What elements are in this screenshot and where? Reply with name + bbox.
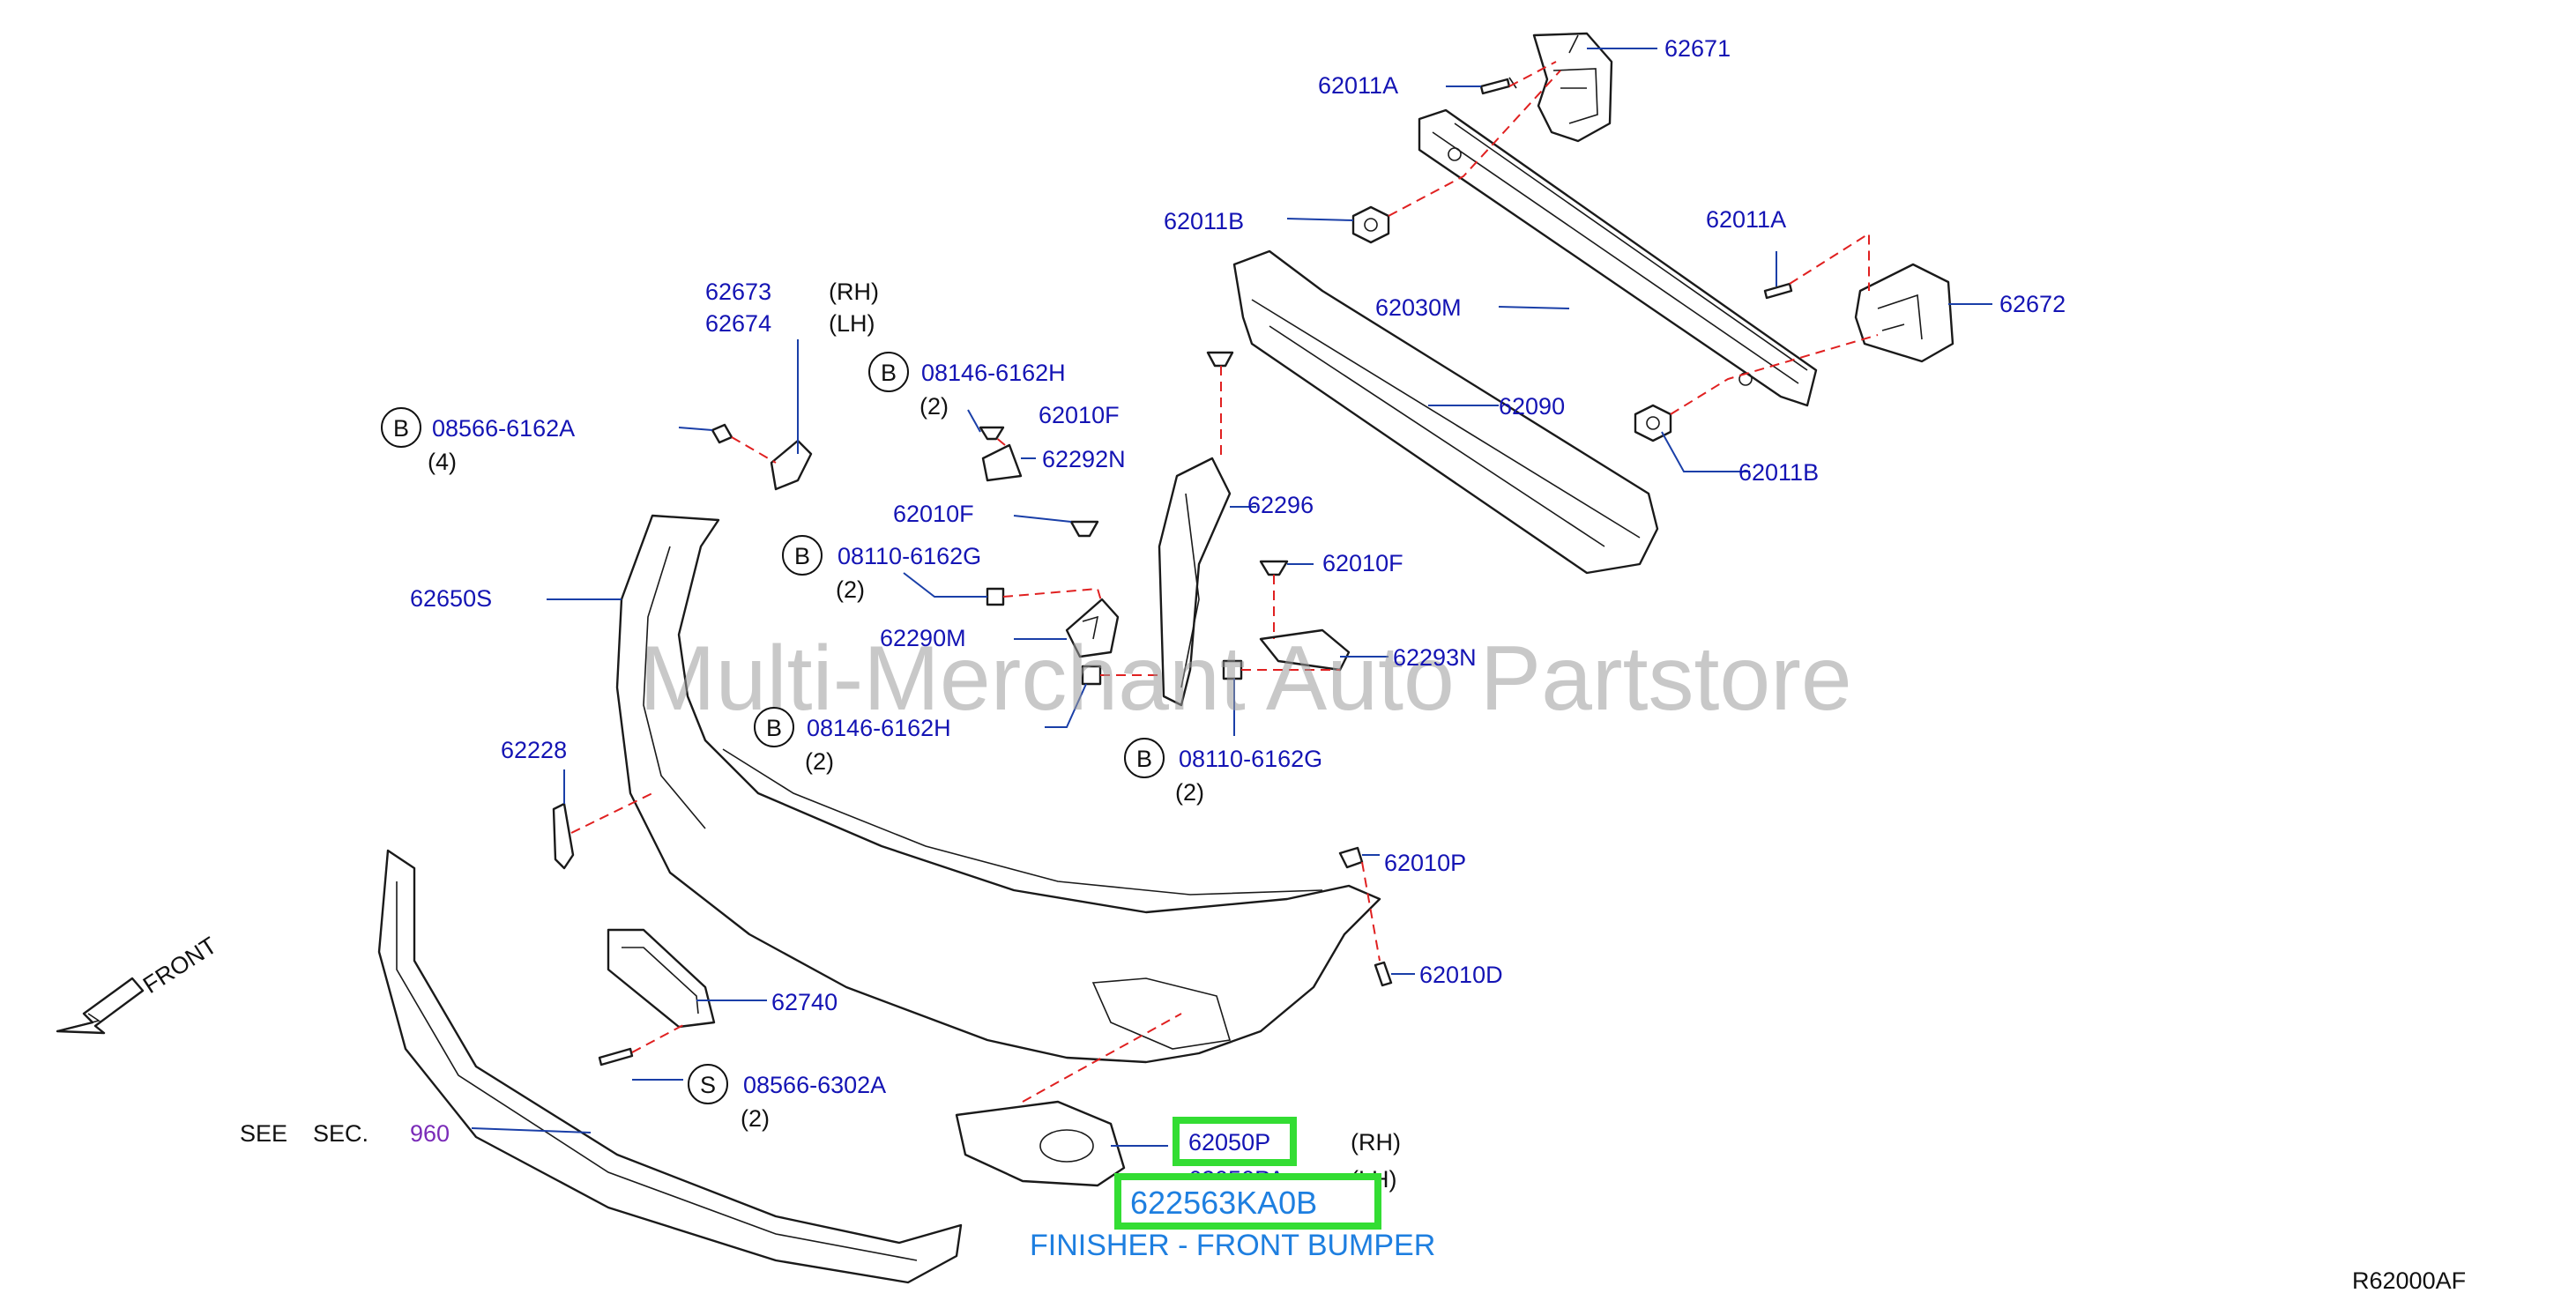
label-08110-6162G-bottom-qty: (2)	[1175, 779, 1204, 806]
label-62050P[interactable]: 62050P	[1188, 1129, 1270, 1156]
b-marker-08110-top-letter: B	[794, 543, 810, 569]
label-08566-6302A-qty: (2)	[741, 1105, 770, 1132]
highlight-box-part-number	[1114, 1173, 1381, 1230]
label-62674[interactable]: 62674	[705, 310, 771, 337]
fog-finisher-62050P[interactable]	[955, 1100, 1126, 1187]
highlight-part-number[interactable]: 622563KA0B	[1130, 1185, 1317, 1221]
label-08566-6162A-qty: (4)	[428, 449, 457, 475]
bracket-62296[interactable]	[1158, 457, 1232, 707]
bolt-08146-bottom[interactable]	[1081, 665, 1102, 686]
label-08146-6162H-top-qty: (2)	[919, 393, 949, 420]
label-62030M[interactable]: 62030M	[1375, 294, 1462, 321]
lower-spoiler-960[interactable]	[377, 849, 963, 1284]
bracket-62673-62674[interactable]	[770, 439, 813, 491]
clip-62010F-c[interactable]	[1259, 560, 1289, 576]
sec-label: SEC.	[313, 1120, 369, 1147]
bolt-08110-bottom[interactable]	[1222, 659, 1243, 680]
bracket-62292N[interactable]	[981, 443, 1023, 482]
screw-08566-6162A[interactable]	[711, 423, 733, 444]
front-arrow-icon	[56, 977, 145, 1035]
label-08110-6162G-bottom[interactable]: 08110-6162G	[1179, 746, 1322, 772]
highlight-description: FINISHER - FRONT BUMPER	[1030, 1229, 1435, 1262]
b-marker-08146-top	[868, 352, 909, 392]
label-62740[interactable]: 62740	[771, 989, 838, 1015]
see-label: SEE	[240, 1120, 287, 1147]
label-62673-side: (RH)	[829, 279, 879, 305]
label-62010F-b[interactable]: 62010F	[893, 501, 974, 527]
label-62011B-top[interactable]: 62011B	[1164, 208, 1244, 234]
diagram-code: R62000AF	[2352, 1267, 2466, 1294]
bracket-62740[interactable]	[607, 928, 716, 1029]
label-62090[interactable]: 62090	[1499, 393, 1565, 420]
label-62296[interactable]: 62296	[1247, 492, 1314, 518]
s-marker-08566-6302A	[688, 1064, 728, 1104]
bracket-62290M[interactable]	[1065, 598, 1120, 658]
label-62671[interactable]: 62671	[1664, 35, 1731, 62]
screw-62010D[interactable]	[1374, 961, 1393, 987]
b-marker-08110-bottom	[1124, 738, 1165, 778]
b-marker-08566-6162A-letter: B	[393, 415, 409, 442]
label-62011A-top[interactable]: 62011A	[1318, 72, 1398, 99]
label-08146-6162H-bottom[interactable]: 08146-6162H	[807, 715, 951, 741]
label-62011A-right[interactable]: 62011A	[1706, 206, 1786, 233]
nut-62011B-bottom[interactable]	[1634, 404, 1672, 442]
leader-lines	[471, 48, 1992, 1147]
label-62011B-bottom[interactable]: 62011B	[1738, 459, 1819, 486]
screw-08566-6302A[interactable]	[598, 1047, 634, 1066]
label-08110-6162G-top[interactable]: 08110-6162G	[838, 543, 981, 569]
clip-62010P[interactable]	[1338, 846, 1364, 869]
label-08566-6302A[interactable]: 08566-6302A	[743, 1072, 886, 1098]
bolt-08110-top[interactable]	[986, 587, 1005, 606]
screw-62011A-right[interactable]	[1763, 282, 1793, 300]
bracket-62672[interactable]	[1854, 263, 1954, 363]
label-62010F-c[interactable]: 62010F	[1322, 550, 1403, 576]
clip-62010F-a[interactable]	[979, 426, 1005, 441]
b-marker-08146-bottom-letter: B	[766, 715, 782, 741]
section-960-link[interactable]: 960	[410, 1120, 450, 1147]
b-marker-08110-bottom-letter: B	[1136, 746, 1152, 772]
bumper-fascia-62650S[interactable]	[615, 514, 1381, 1064]
label-08110-6162G-top-qty: (2)	[836, 576, 865, 603]
cover-62228[interactable]	[552, 802, 575, 870]
label-62673[interactable]: 62673	[705, 279, 771, 305]
watermark: Multi-Merchant Auto Partstore	[639, 628, 1852, 730]
front-label: FRONT	[138, 932, 221, 999]
bracket-62671[interactable]	[1532, 32, 1613, 143]
bracket-62293N[interactable]	[1259, 628, 1351, 672]
label-62228[interactable]: 62228	[501, 737, 567, 763]
label-62292N[interactable]: 62292N	[1042, 446, 1126, 472]
b-marker-08146-bottom	[754, 707, 794, 747]
clip-62010F-top[interactable]	[1206, 351, 1234, 368]
b-marker-08110-top	[782, 535, 823, 576]
clip-62010F-b[interactable]	[1069, 520, 1099, 538]
nut-62011B-top[interactable]	[1351, 205, 1390, 244]
highlight-box-62050P	[1173, 1117, 1297, 1166]
label-62290M[interactable]: 62290M	[880, 625, 966, 651]
label-08566-6162A[interactable]: 08566-6162A	[432, 415, 575, 442]
label-62672[interactable]: 62672	[1999, 291, 2066, 317]
absorber-62090[interactable]	[1232, 249, 1659, 575]
label-62293N[interactable]: 62293N	[1393, 644, 1477, 671]
label-62674-side: (LH)	[829, 310, 875, 337]
label-08146-6162H-bottom-qty: (2)	[805, 748, 834, 775]
highlight-box-part-number-bg	[1118, 1177, 1378, 1226]
label-62650S[interactable]: 62650S	[410, 585, 492, 612]
s-marker-08566-6302A-letter: S	[700, 1072, 716, 1098]
b-marker-08146-top-letter: B	[881, 360, 897, 386]
label-62010D[interactable]: 62010D	[1419, 962, 1503, 988]
reinforcement-62030M[interactable]	[1418, 108, 1818, 407]
b-marker-08566-6162A	[381, 407, 421, 448]
label-08146-6162H-top[interactable]: 08146-6162H	[921, 360, 1066, 386]
label-62010P[interactable]: 62010P	[1384, 850, 1466, 876]
label-62050P-side: (RH)	[1351, 1129, 1401, 1156]
assembly-lines	[570, 61, 1879, 1103]
label-62010F-a[interactable]: 62010F	[1039, 402, 1120, 428]
